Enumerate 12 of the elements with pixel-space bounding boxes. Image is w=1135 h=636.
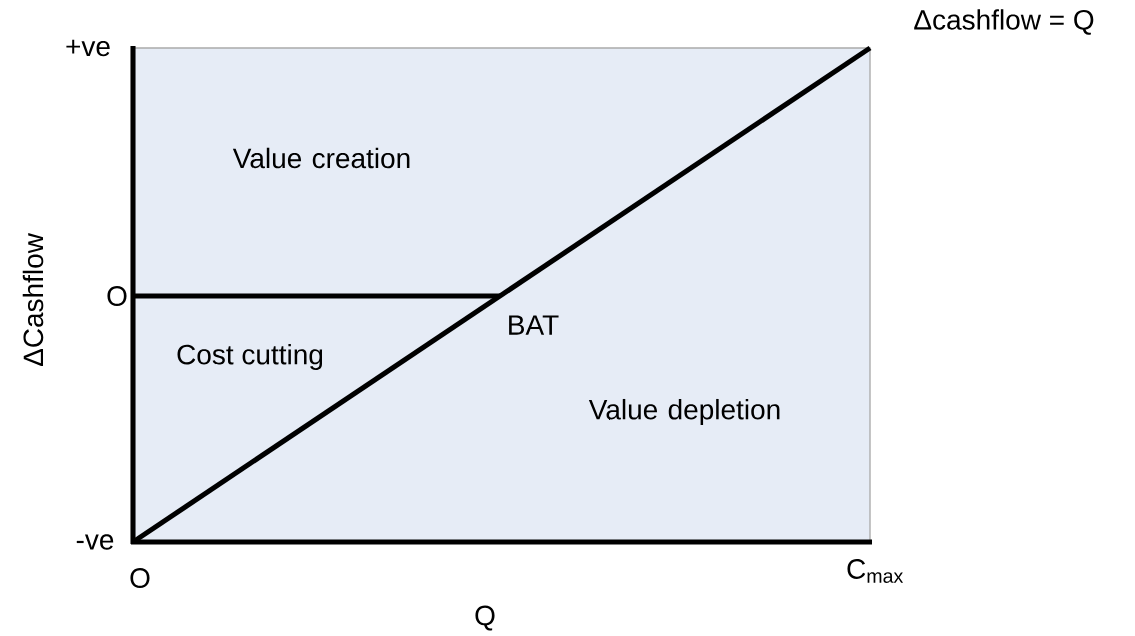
region-label: Value depletion bbox=[588, 398, 780, 426]
axis-tick-label: -ve bbox=[76, 534, 114, 550]
axis-title: ΔCashflow bbox=[22, 233, 44, 367]
axis-tick-label: C$_{max}$ bbox=[847, 559, 904, 583]
region-label: Value creation bbox=[232, 147, 410, 169]
axis-tick-label: O bbox=[107, 286, 127, 306]
point-label: BAT bbox=[509, 315, 559, 335]
axis-tick-label: +ve bbox=[66, 39, 110, 57]
region-label: Cost cutting bbox=[177, 343, 323, 371]
axis-title: Q bbox=[475, 605, 495, 631]
axis-tick-label: O bbox=[130, 568, 150, 588]
equation-label: Δcashflow = Q bbox=[914, 9, 1094, 35]
